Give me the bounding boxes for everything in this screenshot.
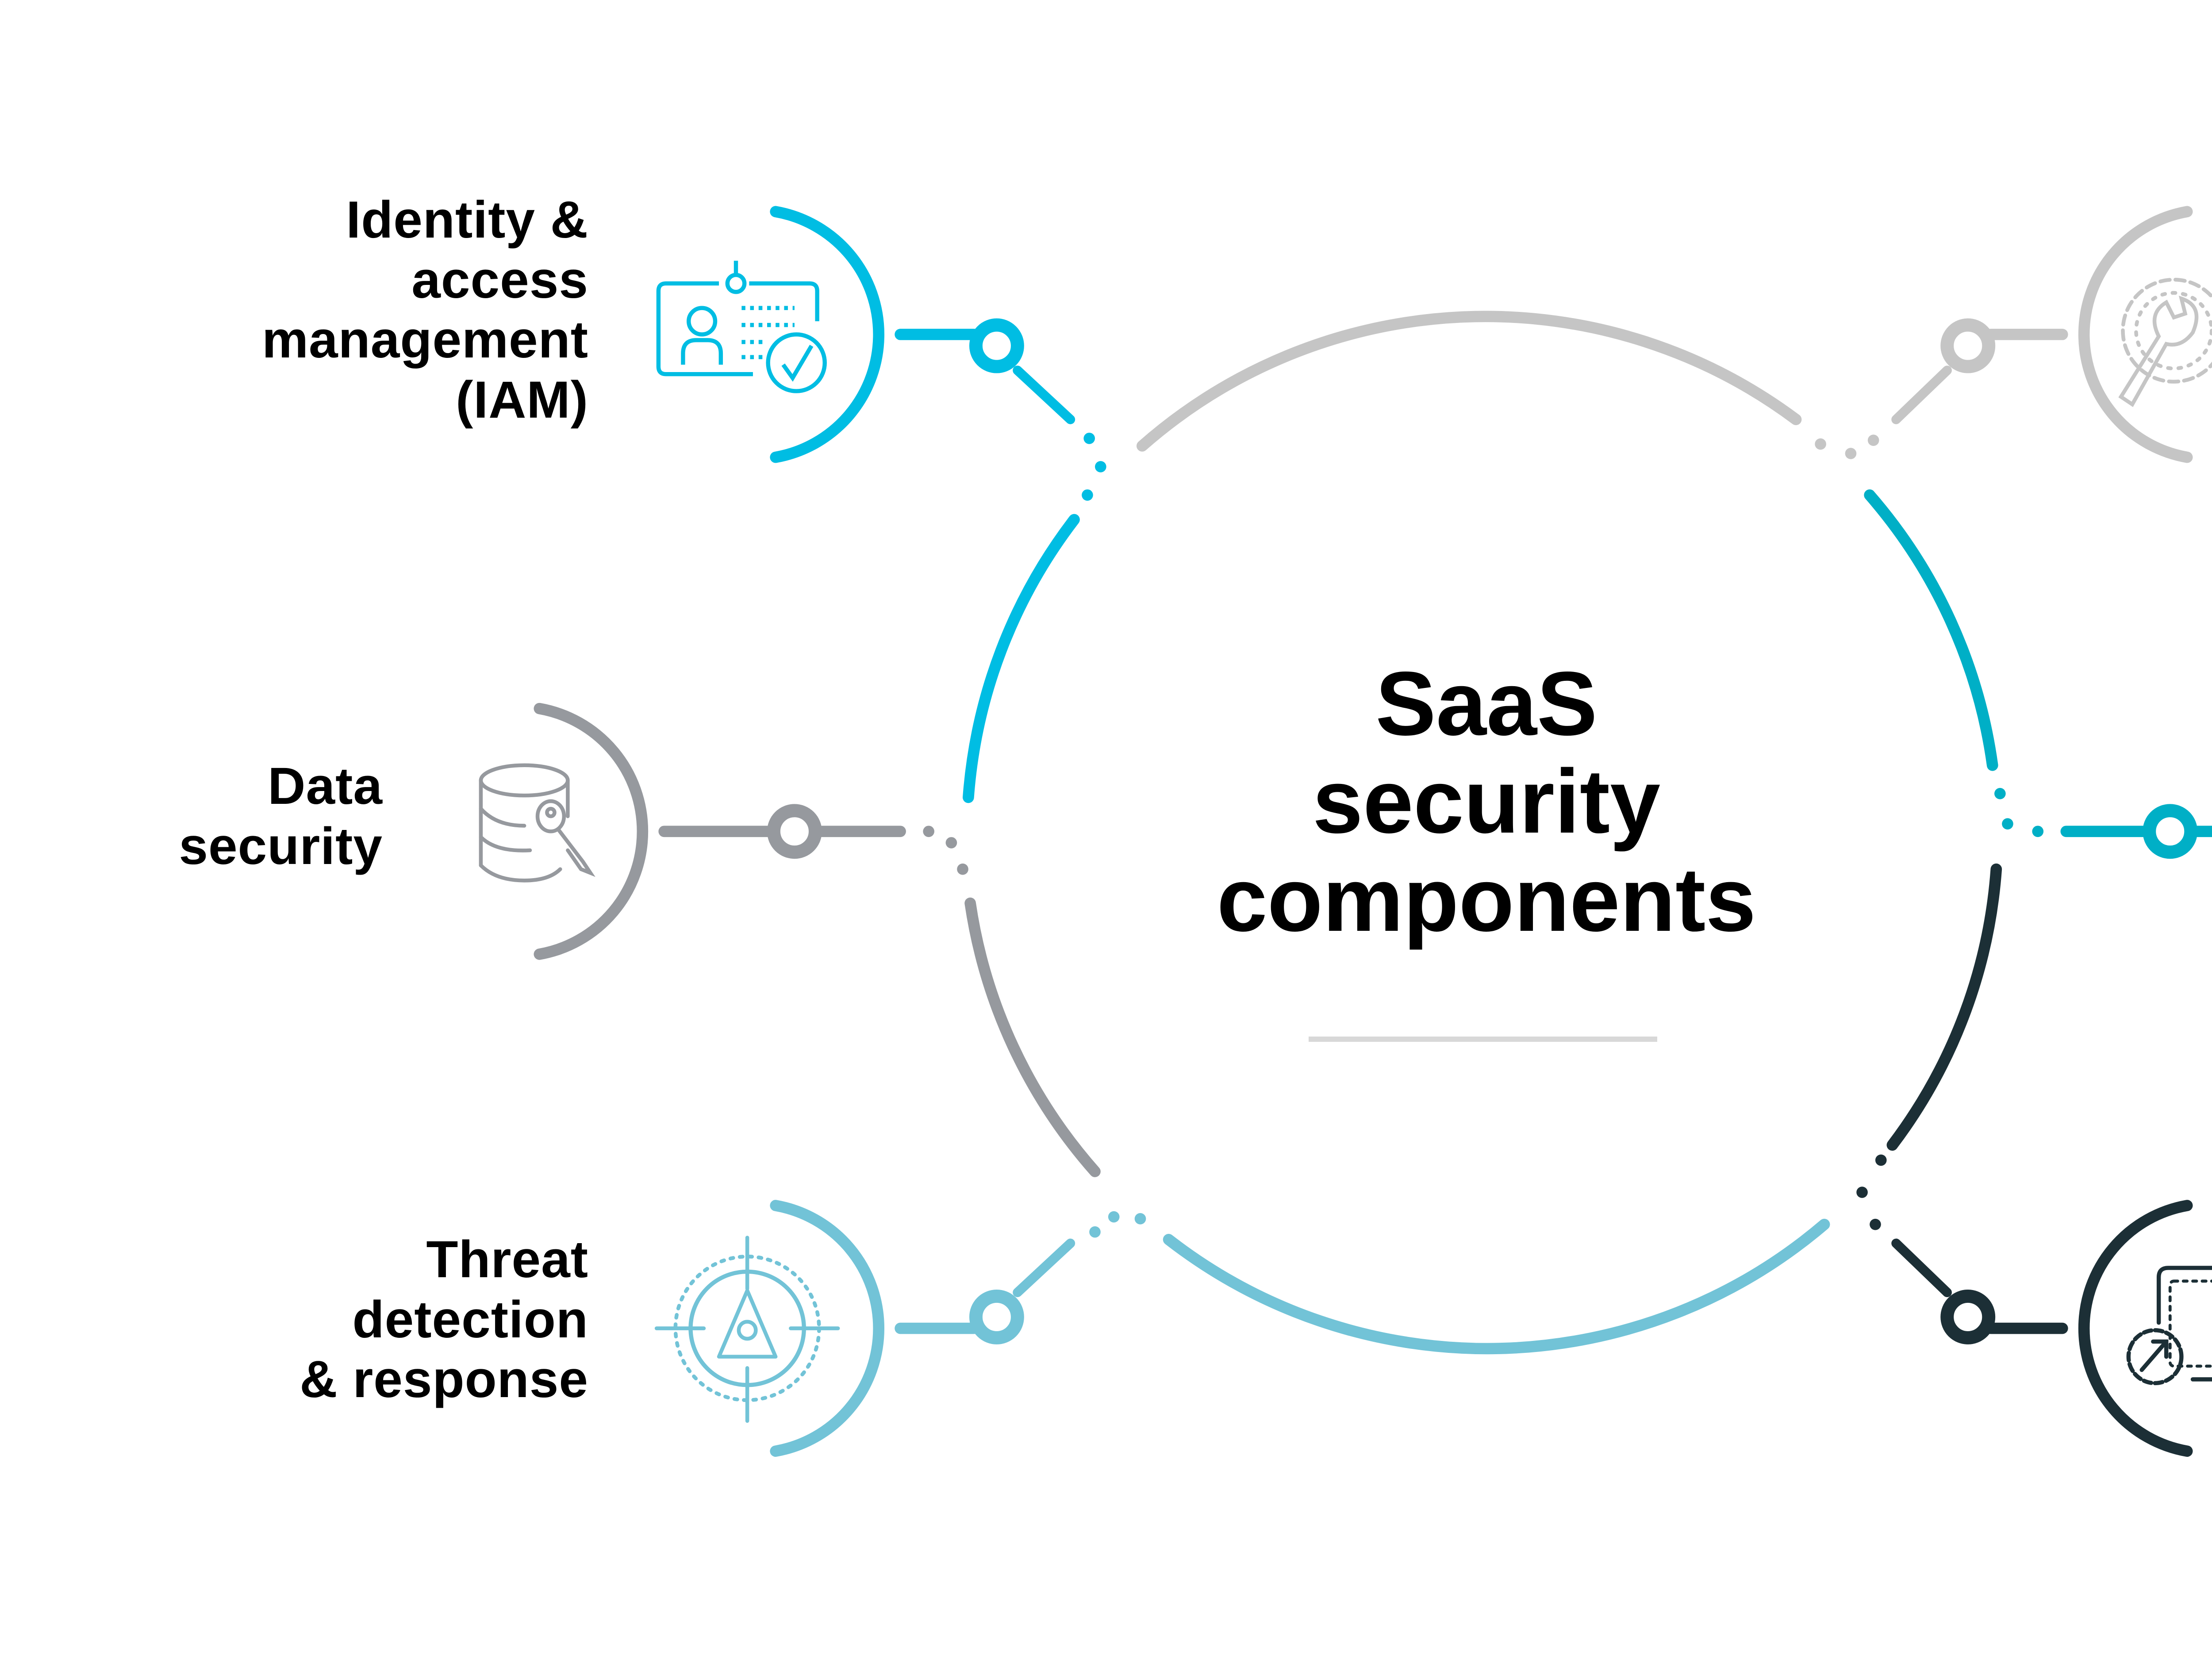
connector-dots-threat — [1089, 1211, 1146, 1238]
target-skull-warning-icon — [654, 1236, 840, 1423]
connector-dots-config — [1815, 434, 1879, 459]
window-gear-arrow-icon — [2126, 1266, 2212, 1386]
node-compliance — [2060, 804, 2212, 859]
ring-segment-data — [964, 897, 1101, 1177]
label-iam: Identity & access management (IAM) — [262, 191, 588, 430]
connector-dots-iam — [1082, 433, 1106, 501]
ring-segment-threat — [1163, 1218, 1830, 1355]
ring-segment-iam — [963, 514, 1080, 803]
ring-segment-integrations — [1886, 863, 2002, 1151]
center-title: SaaS security components — [1106, 655, 1867, 949]
center-title-line-1: SaaS — [1375, 653, 1598, 754]
center-title-line-2: security — [1312, 751, 1661, 853]
node-threat — [654, 1200, 1075, 1457]
label-threat-detection: Threat detection & response — [300, 1230, 588, 1409]
connector-dots-data — [923, 826, 968, 875]
center-divider — [1309, 1037, 1657, 1042]
node-config — [1891, 206, 2212, 463]
node-integrations — [1891, 1200, 2212, 1457]
connector-dots-compliance — [1994, 788, 2044, 837]
connector-dots-integrations — [1856, 1154, 1887, 1230]
database-key-icon — [479, 763, 595, 883]
node-iam — [656, 206, 1075, 463]
label-data-security: Data security — [179, 757, 383, 876]
gear-wrench-icon — [2118, 277, 2212, 407]
ring-segment-compliance — [1864, 489, 1998, 771]
id-badge-check-icon — [656, 261, 827, 393]
center-title-line-3: components — [1217, 849, 1756, 950]
ring-segment-config — [1136, 311, 1802, 452]
node-data — [479, 703, 906, 960]
